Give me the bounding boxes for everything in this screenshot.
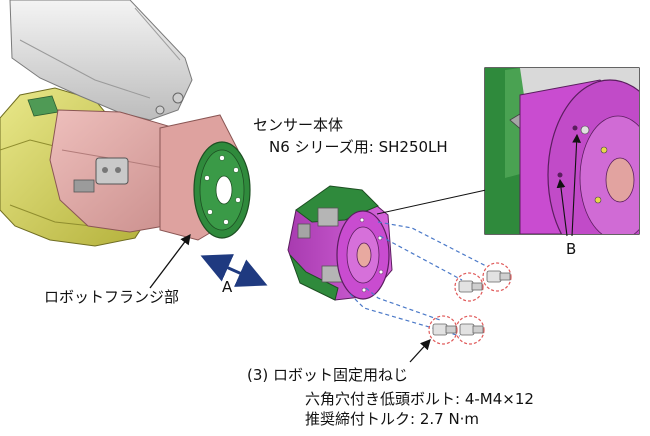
robot-white-arm [9, 0, 193, 121]
callout-b-label: B [566, 240, 577, 258]
screws-spec-label: 六角穴付き低頭ボルト: 4-M4×12 [305, 390, 534, 408]
sensor-body-label: センサー本体 [253, 116, 344, 134]
screw [428, 315, 458, 345]
direction-a-label: A [222, 278, 233, 296]
screws-torque-label: 推奨締付トルク: 2.7 N·m [305, 410, 480, 428]
flange-label: ロボットフランジ部 [44, 288, 180, 306]
screw-path-lines [349, 221, 487, 337]
screw [454, 272, 484, 302]
flange-leader [149, 233, 191, 289]
detail-inset [484, 67, 640, 237]
sensor-body [287, 185, 393, 301]
screws [428, 262, 512, 345]
screws-leader [409, 339, 431, 363]
screw [482, 262, 512, 292]
sensor-model-label: N6 シリーズ用: SH250LH [269, 138, 448, 156]
robot-arm [0, 0, 251, 247]
inset-connector [376, 189, 487, 215]
screws-title-label: (3) ロボット固定用ねじ [247, 366, 409, 384]
screw [455, 315, 485, 345]
direction-a-arrow [200, 254, 268, 287]
